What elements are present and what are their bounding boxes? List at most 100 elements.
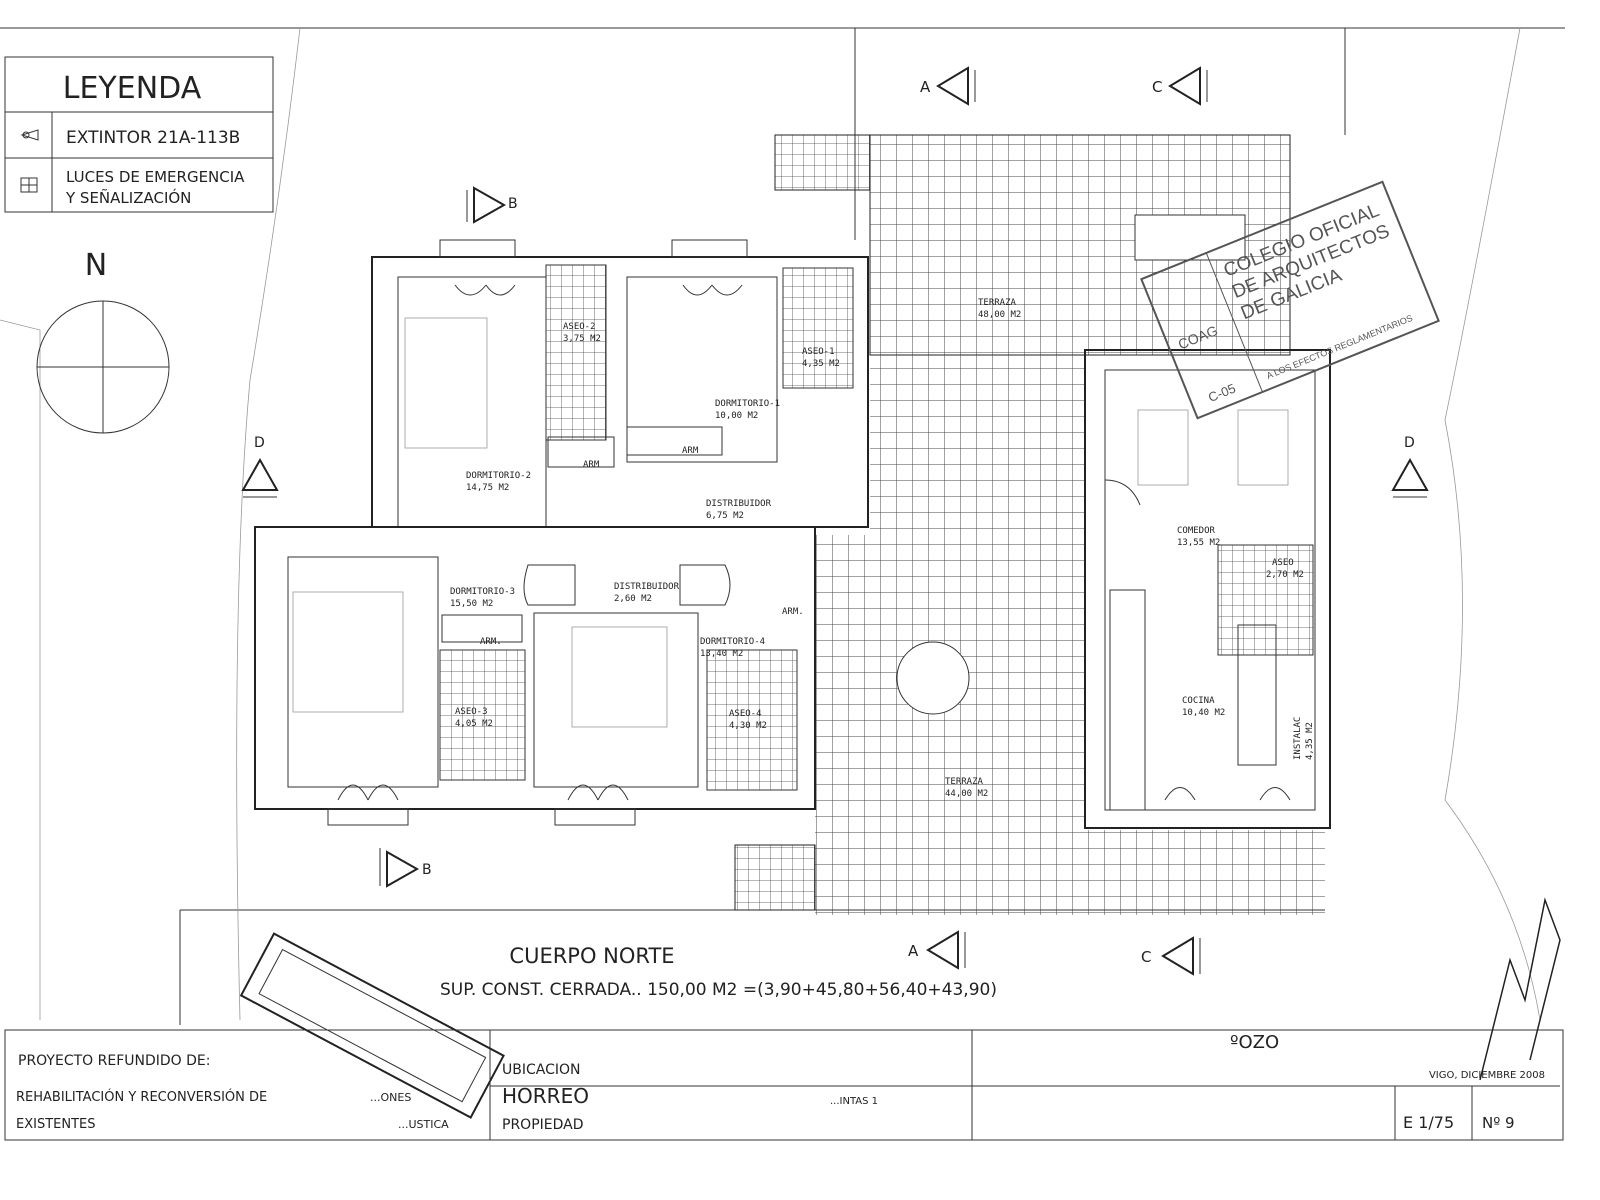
section-marker-d-right: D xyxy=(1391,435,1429,498)
east-wing-walls xyxy=(1084,349,1331,829)
svg-text:DORMITORIO-2: DORMITORIO-2 xyxy=(466,471,531,481)
project-line-1-tail: ...ONES xyxy=(370,1091,411,1104)
room-labels: DORMITORIO-1 10,00 M2 DORMITORIO-2 14,75 M… xyxy=(450,298,1315,799)
section-marker-c-bottom: C xyxy=(1141,936,1201,976)
quintas-label: ...INTAS 1 xyxy=(830,1096,878,1107)
svg-text:C: C xyxy=(1141,948,1151,966)
svg-text:ASEO-3: ASEO-3 xyxy=(455,707,488,717)
svg-text:15,50 M2: 15,50 M2 xyxy=(450,599,493,609)
scale: E 1/75 xyxy=(1403,1113,1454,1132)
svg-text:D: D xyxy=(254,435,265,451)
svg-text:ASEO-2: ASEO-2 xyxy=(563,322,596,332)
svg-text:TERRAZA: TERRAZA xyxy=(978,298,1017,308)
room-aseo-1: ASEO-1 4,35 M2 xyxy=(802,347,840,369)
svg-text:COMEDOR: COMEDOR xyxy=(1177,526,1216,536)
north-label: N xyxy=(85,248,107,283)
svg-text:10,00 M2: 10,00 M2 xyxy=(715,411,758,421)
legend-item-luces: LUCES DE EMERGENCIA xyxy=(66,168,245,186)
svg-text:DORMITORIO-4: DORMITORIO-4 xyxy=(700,637,765,647)
svg-text:C-05: C-05 xyxy=(1206,381,1238,405)
section-marker-c-top: C xyxy=(1152,66,1208,106)
building-walls xyxy=(254,239,869,826)
svg-text:4,35 M2: 4,35 M2 xyxy=(1305,722,1315,760)
svg-text:A: A xyxy=(920,78,931,96)
svg-text:B: B xyxy=(422,862,432,878)
section-markers: A C B D D B A C xyxy=(241,66,1429,976)
svg-text:2,60 M2: 2,60 M2 xyxy=(614,594,652,604)
svg-text:C: C xyxy=(1152,78,1162,96)
svg-text:13,55 M2: 13,55 M2 xyxy=(1177,538,1220,548)
legend-title: LEYENDA xyxy=(63,71,202,106)
svg-text:COCINA: COCINA xyxy=(1182,696,1215,706)
section-marker-d-left: D xyxy=(241,435,279,498)
room-dormitorio-2: DORMITORIO-2 14,75 M2 xyxy=(466,471,531,493)
room-cocina: COCINA 10,40 M2 xyxy=(1182,696,1225,718)
svg-text:DISTRIBUIDOR: DISTRIBUIDOR xyxy=(706,499,772,509)
svg-text:13,40 M2: 13,40 M2 xyxy=(700,649,743,659)
room-distribuidor-2: DISTRIBUIDOR 2,60 M2 xyxy=(614,582,680,604)
sheet-number: Nº 9 xyxy=(1482,1114,1515,1132)
place-date: VIGO, DICIEMBRE 2008 xyxy=(1429,1070,1545,1081)
signature xyxy=(1479,897,1561,1081)
room-dormitorio-3: DORMITORIO-3 15,50 M2 xyxy=(450,587,515,609)
legend: LEYENDA EXTINTOR 21A-113B LUCES DE EMERG… xyxy=(4,56,274,213)
pozo-label: ºOZO xyxy=(1230,1032,1279,1053)
room-aseo-2: ASEO-2 3,75 M2 xyxy=(563,322,601,344)
project-line-2-tail: ...USTICA xyxy=(398,1118,449,1131)
svg-text:DORMITORIO-3: DORMITORIO-3 xyxy=(450,587,515,597)
svg-text:ASEO-1: ASEO-1 xyxy=(802,347,835,357)
svg-text:A: A xyxy=(908,942,919,960)
plan-subtitle: SUP. CONST. CERRADA.. 150,00 M2 =(3,90+4… xyxy=(440,980,997,1000)
horreo-outline xyxy=(239,932,505,1119)
svg-text:14,75 M2: 14,75 M2 xyxy=(466,483,509,493)
svg-text:4,35 M2: 4,35 M2 xyxy=(802,359,840,369)
arm-label: ARM xyxy=(682,446,699,456)
svg-text:DISTRIBUIDOR: DISTRIBUIDOR xyxy=(614,582,680,592)
svg-text:10,40 M2: 10,40 M2 xyxy=(1182,708,1225,718)
svg-text:ASEO: ASEO xyxy=(1272,558,1294,568)
svg-text:DORMITORIO-1: DORMITORIO-1 xyxy=(715,399,780,409)
arm-label: ARM xyxy=(583,460,600,470)
svg-text:INSTALAC: INSTALAC xyxy=(1293,717,1303,760)
room-dormitorio-4: DORMITORIO-4 13,40 M2 xyxy=(700,637,765,659)
svg-text:48,00 M2: 48,00 M2 xyxy=(978,310,1021,320)
emergency-light-symbol-icon xyxy=(20,177,38,193)
svg-text:4,05 M2: 4,05 M2 xyxy=(455,719,493,729)
room-distribuidor-1: DISTRIBUIDOR 6,75 M2 xyxy=(706,499,772,521)
svg-text:ASEO-4: ASEO-4 xyxy=(729,709,762,719)
room-aseo-4: ASEO-4 4,30 M2 xyxy=(729,709,767,731)
svg-text:B: B xyxy=(508,196,518,212)
title-block: PROYECTO REFUNDIDO DE: REHABILITACIÓN Y … xyxy=(4,1029,1564,1141)
room-comedor: COMEDOR 13,55 M2 xyxy=(1177,526,1220,548)
svg-text:2,70 M2: 2,70 M2 xyxy=(1266,570,1304,580)
room-dormitorio-1: DORMITORIO-1 10,00 M2 xyxy=(715,399,780,421)
arm-label: ARM. xyxy=(782,607,804,617)
project-line-2: EXISTENTES xyxy=(16,1117,96,1132)
extinguisher-symbol-icon xyxy=(20,129,39,141)
horreo-label: HORREO xyxy=(502,1084,589,1108)
svg-text:6,75 M2: 6,75 M2 xyxy=(706,511,744,521)
legend-item-extintor: EXTINTOR 21A-113B xyxy=(66,128,240,148)
legend-item-senalizacion: Y SEÑALIZACIÓN xyxy=(65,188,191,207)
svg-text:3,75 M2: 3,75 M2 xyxy=(563,334,601,344)
room-aseo: ASEO 2,70 M2 xyxy=(1266,558,1304,580)
svg-text:D: D xyxy=(1404,435,1415,451)
terrace-tiling xyxy=(734,134,1325,915)
ubicacion-label: UBICACION xyxy=(502,1062,580,1078)
plan-title: CUERPO NORTE xyxy=(509,944,674,968)
room-terraza-2: TERRAZA 44,00 M2 xyxy=(945,777,988,799)
project-line-1: REHABILITACIÓN Y RECONVERSIÓN DE xyxy=(16,1089,267,1105)
north-arrow: N xyxy=(36,248,170,434)
svg-text:TERRAZA: TERRAZA xyxy=(945,777,984,787)
propiedad-label: PROPIEDAD xyxy=(502,1117,584,1133)
section-marker-b-bottom: B xyxy=(379,848,432,888)
svg-text:4,30 M2: 4,30 M2 xyxy=(729,721,767,731)
arm-label: ARM. xyxy=(480,637,502,647)
room-terraza-1: TERRAZA 48,00 M2 xyxy=(978,298,1021,320)
svg-text:44,00 M2: 44,00 M2 xyxy=(945,789,988,799)
project-heading: PROYECTO REFUNDIDO DE: xyxy=(18,1053,210,1069)
section-marker-b-top: B xyxy=(466,186,518,224)
section-marker-a-bottom: A xyxy=(908,930,966,970)
